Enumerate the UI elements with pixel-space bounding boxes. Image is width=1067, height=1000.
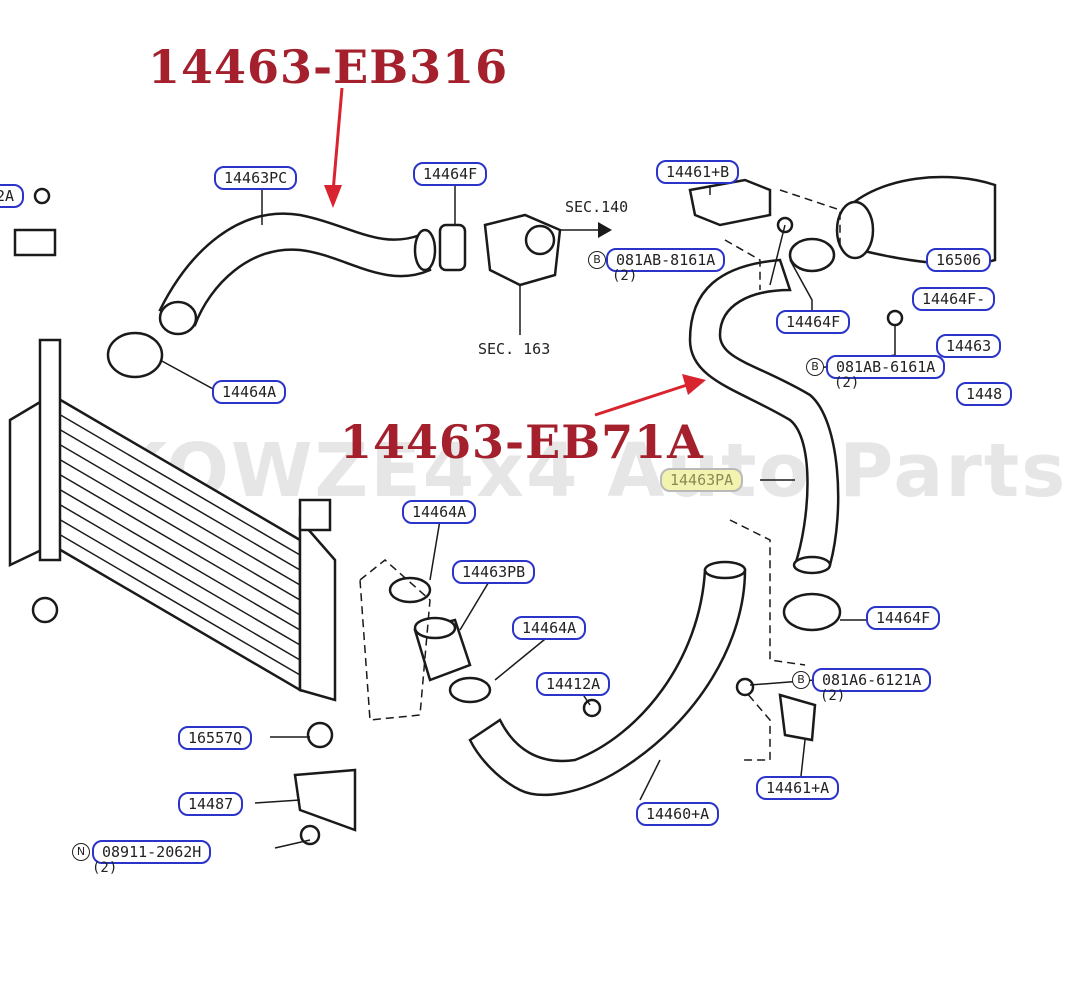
- quantity-081ab-8161a: (2): [612, 268, 638, 284]
- label-14487[interactable]: 14487: [178, 792, 244, 816]
- label-16506[interactable]: 16506: [926, 248, 992, 272]
- diagram-drawing: [8, 87, 997, 849]
- label-14461b[interactable]: 14461+B: [656, 160, 740, 184]
- label-2a-left[interactable]: 2A: [0, 184, 25, 208]
- label-14463pa[interactable]: 14463PA: [660, 468, 744, 492]
- callout-top-part-number: 14463-EB316: [148, 40, 509, 94]
- clamp-14464f-top: [438, 223, 467, 272]
- clamp-14464a-top: [106, 331, 164, 379]
- label-14463pb[interactable]: 14463PB: [452, 560, 536, 584]
- label-14460a[interactable]: 14460+A: [636, 802, 720, 826]
- marker-b-3: B: [792, 671, 810, 689]
- hose-14463pa: [688, 258, 840, 567]
- watermark: KOWZE4x4 Auto Parts: [110, 428, 1067, 514]
- label-16557q[interactable]: 16557Q: [178, 726, 253, 750]
- quantity-081a6-6121a: (2): [820, 688, 846, 704]
- label-14461a[interactable]: 14461+A: [756, 776, 840, 800]
- sec163-label: SEC. 163: [478, 340, 551, 358]
- intercooler-core: [8, 338, 337, 702]
- clamp-14464a-low: [448, 676, 492, 704]
- marker-b-1: B: [588, 251, 606, 269]
- label-14463pc[interactable]: 14463PC: [214, 166, 298, 190]
- marker-b-2: B: [806, 358, 824, 376]
- label-14463-right[interactable]: 14463: [936, 334, 1002, 358]
- parts-diagram: KOWZE4x4 Auto Parts: [0, 40, 1065, 876]
- clamp-14464a-mid: [388, 576, 432, 604]
- label-14464f-top[interactable]: 14464F: [413, 162, 488, 186]
- label-081a6-6121a[interactable]: 081A6-6121A: [812, 668, 932, 692]
- label-14464f-mid[interactable]: 14464F: [776, 310, 851, 334]
- label-14464f-low[interactable]: 14464F: [866, 606, 941, 630]
- quantity-081ab-6161a: (2): [834, 375, 860, 391]
- quantity-08911-2062h: (2): [92, 860, 118, 876]
- clamp-14464f-low: [782, 592, 842, 632]
- pipe-14460a: [468, 568, 747, 796]
- marker-n-1: N: [72, 843, 90, 861]
- bracket-14461b: [688, 178, 772, 227]
- label-081ab-8161a[interactable]: 081AB-8161A: [606, 248, 726, 272]
- label-14464a-top[interactable]: 14464A: [212, 380, 287, 404]
- sec140-label: SEC.140: [565, 198, 629, 216]
- label-14464a-low[interactable]: 14464A: [512, 616, 587, 640]
- label-08911-2062h[interactable]: 08911-2062H: [92, 840, 212, 864]
- clamp-14464f-mid: [788, 237, 836, 273]
- hose-14463pc: [158, 212, 432, 327]
- callout-middle-part-number: 14463-EB71A: [340, 415, 704, 469]
- label-14464a-mid[interactable]: 14464A: [402, 500, 477, 524]
- label-14464f-right[interactable]: 14464F-: [912, 287, 996, 311]
- label-1448-right[interactable]: 1448: [956, 382, 1013, 406]
- label-14412a[interactable]: 14412A: [536, 672, 611, 696]
- label-081ab-6161a[interactable]: 081AB-6161A: [826, 355, 946, 379]
- throttle-body-16506: [843, 175, 997, 266]
